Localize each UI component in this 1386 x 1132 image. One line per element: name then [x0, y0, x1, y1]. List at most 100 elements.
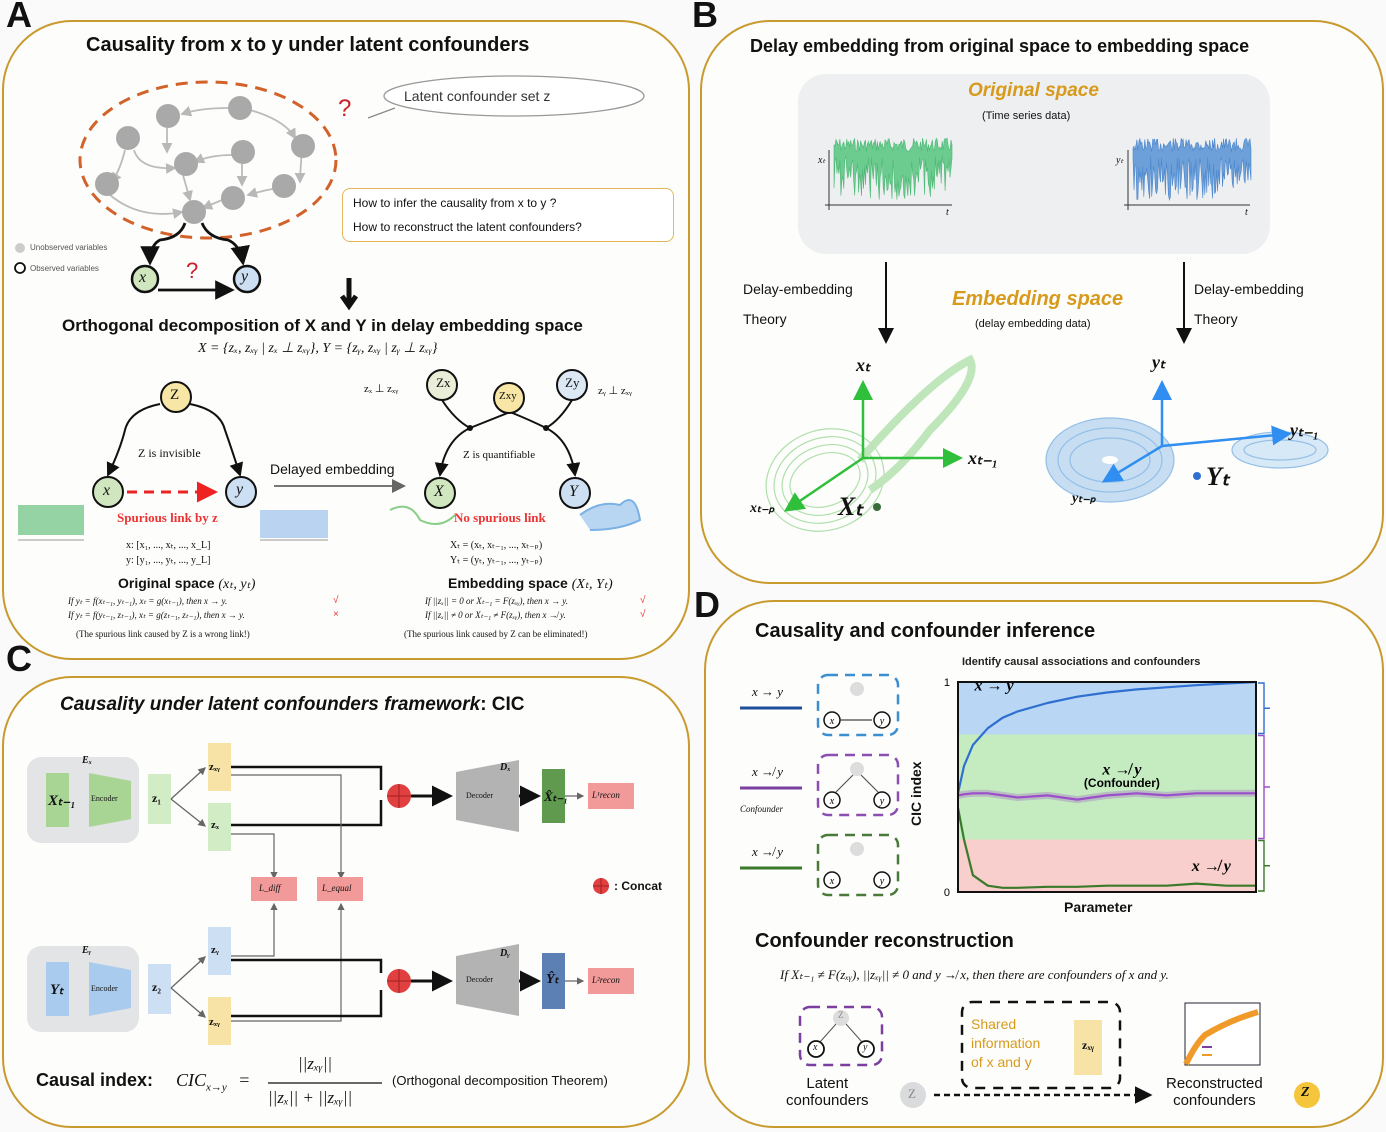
- node-Y: Y: [569, 483, 578, 500]
- cic-architecture: [27, 743, 634, 1084]
- chart-frame: [957, 681, 1257, 893]
- legend-graph: x y: [740, 833, 900, 897]
- encoder-y-label: Eᵧ: [82, 945, 92, 956]
- questions-box: How to infer the causality from x to y ?…: [342, 188, 674, 242]
- original-space-label: Original space (xₜ, yₜ): [118, 575, 255, 593]
- z-invisible-label: Z is invisible: [138, 446, 201, 460]
- latent-z2: z₂: [152, 980, 161, 994]
- left-rule-1-mark: √: [333, 595, 339, 606]
- svg-text:x: x: [829, 876, 835, 887]
- chart-title: Identify causal associations and confoun…: [962, 656, 1201, 668]
- reconstruction-rule: If Xₜ₋₁ ≠ F(zₓᵧ), ||zₓᵧ|| ≠ 0 and y ↛ x,…: [780, 967, 1169, 982]
- panel-c-title: Causality under latent confounders frame…: [60, 694, 525, 716]
- embedding-space-text: Embedding space: [448, 575, 568, 591]
- latent-z-icon: Z: [908, 1086, 916, 1101]
- legend-observed: Observed variables: [30, 264, 99, 273]
- svg-text:x: x: [829, 716, 835, 727]
- node-zy: Zy: [565, 375, 580, 390]
- embedding-space-label: Embedding space (Xₜ, Yₜ): [448, 575, 613, 593]
- embedding-figure: [765, 137, 1329, 532]
- chart-ylabel: CIC index: [908, 761, 924, 826]
- shared-line-1: Shared: [971, 1016, 1017, 1032]
- loss-recon-1: L¹recon: [592, 790, 620, 800]
- axis-xt-1: xₜ₋₁: [968, 448, 999, 468]
- panel-c-title-tail: : CIC: [480, 694, 525, 715]
- no-spurious-label: No spurious link: [454, 510, 546, 525]
- axis-yt: yₜ: [1152, 352, 1166, 372]
- observed-node-y: [232, 264, 262, 294]
- left-rule-2-mark: ×: [333, 609, 339, 620]
- latent-z1: z₁: [152, 791, 161, 805]
- panel-b-letter: B: [692, 0, 718, 35]
- panel-a-letter: A: [6, 0, 32, 35]
- ts-green-thumb: [18, 505, 84, 541]
- region-sublabel-confounder: (Confounder): [1084, 776, 1160, 790]
- concat-legend: : Concat: [614, 879, 662, 893]
- panel-a-title: Causality from x to y under latent confo…: [86, 34, 530, 56]
- legend-box: [816, 753, 900, 817]
- original-space-sub: (Time series data): [982, 110, 1071, 122]
- shared-zxy: zₓᵧ: [1082, 1038, 1095, 1052]
- latent-zy: zᵧ: [211, 944, 219, 956]
- node-y-label: y: [241, 268, 249, 285]
- question-1: How to infer the causality from x to y ?: [353, 196, 557, 210]
- axis-yt-1: yₜ₋₁: [1290, 420, 1320, 440]
- chart-series-0: [956, 680, 1257, 794]
- input-x: Xₜ₋₁: [48, 793, 76, 809]
- panel-c-letter: C: [6, 638, 32, 679]
- cic-numerator: ||zₓᵧ||: [298, 1054, 333, 1073]
- mini-x-latent: x: [813, 1042, 818, 1053]
- decomposition-equation: X = {zₓ, zₓᵧ | zₓ ⊥ zₓᵧ}, Y = {zᵧ, zₓᵧ |…: [198, 341, 438, 356]
- legend-graph: x y: [740, 753, 900, 817]
- axis-yt-p: yₜ₋ₚ: [1072, 491, 1096, 506]
- loss-diff: L_diff: [259, 883, 281, 893]
- right-rule-2: If ||zₓ|| ≠ 0 or Xₜ₋₁ ≠ F(zₓᵧ), then x ↛…: [425, 610, 566, 620]
- reconstructed-line-2: confounders: [1173, 1092, 1256, 1109]
- t-axis-label-left: t: [946, 207, 949, 218]
- legend-sublabel: Confounder: [740, 804, 784, 814]
- chart-xlabel: Parameter: [1064, 899, 1133, 915]
- green-timeseries: [825, 137, 953, 210]
- svg-text:y: y: [879, 716, 885, 727]
- mini-z-node: [850, 682, 864, 696]
- output-y: Ŷₜ: [546, 972, 559, 987]
- right-rule-1: If ||zₓ|| = 0 or Xₜ₋₁ = F(zₓᵧ), then x →…: [425, 596, 568, 606]
- output-x: X̂ₜ₋₁: [544, 789, 568, 804]
- confounder-boundary: [78, 80, 338, 240]
- shared-info-text: Shared information of x and y: [971, 1015, 1040, 1072]
- input-y: Yₜ: [50, 982, 64, 998]
- latent-zxy-top: zₓᵧ: [209, 761, 221, 773]
- latent-line-1: Latent: [806, 1075, 849, 1092]
- zy-perp-label: zᵧ ⊥ zₓᵧ: [598, 385, 632, 397]
- theory-left-1: Delay-embedding: [743, 281, 853, 297]
- xt-axis-label: xₜ: [818, 155, 826, 166]
- embedding-space-sub: (delay embedding data): [975, 318, 1091, 330]
- latent-confounders-label: Latent confounders: [786, 1075, 869, 1109]
- node-X: X: [434, 483, 444, 500]
- reconstruction-figure: [798, 1000, 1320, 1108]
- loss-recon-2: L²recon: [592, 975, 620, 985]
- right-note: (The spurious link caused by Z can be el…: [404, 629, 588, 639]
- latent-bubble-text: Latent confounder set z: [404, 88, 551, 104]
- left-rule-2: If yₜ = f(yₜ₋₁, zₜ₋₁), xₜ = g(zₜ₋₁, zₜ₋₁…: [68, 610, 245, 620]
- mini-z-node: [850, 842, 864, 856]
- question-mark: ?: [338, 95, 352, 122]
- theory-right-1: Delay-embedding: [1194, 281, 1304, 297]
- axis-xt-p: xₜ₋ₚ: [750, 501, 775, 516]
- svg-text:y: y: [879, 876, 885, 887]
- legend-label: x ↛ y: [752, 764, 784, 779]
- svg-text:x: x: [829, 796, 835, 807]
- chart-bracket-1: [1258, 734, 1270, 840]
- theory-left-2: Theory: [743, 311, 787, 327]
- latent-graph: [14, 75, 645, 311]
- region-label-causal: x → y: [973, 677, 1014, 694]
- legend-graph: x y: [740, 673, 900, 737]
- left-rule-1: If yₜ = f(xₜ₋₁, yₜ₋₁), xₜ = g(xₜ₋₁), the…: [68, 596, 228, 606]
- causal-index-label: Causal index:: [36, 1070, 154, 1090]
- left-note: (The spurious link caused by Z is a wron…: [76, 629, 250, 639]
- original-space-heading: Original space: [968, 80, 1099, 101]
- panel-d-title: Causality and confounder inference: [755, 620, 1096, 642]
- mini-z-latent: Z: [838, 1010, 844, 1020]
- delayed-embedding-label: Delayed embedding: [270, 461, 395, 477]
- node-zxy: Zxy: [499, 390, 517, 402]
